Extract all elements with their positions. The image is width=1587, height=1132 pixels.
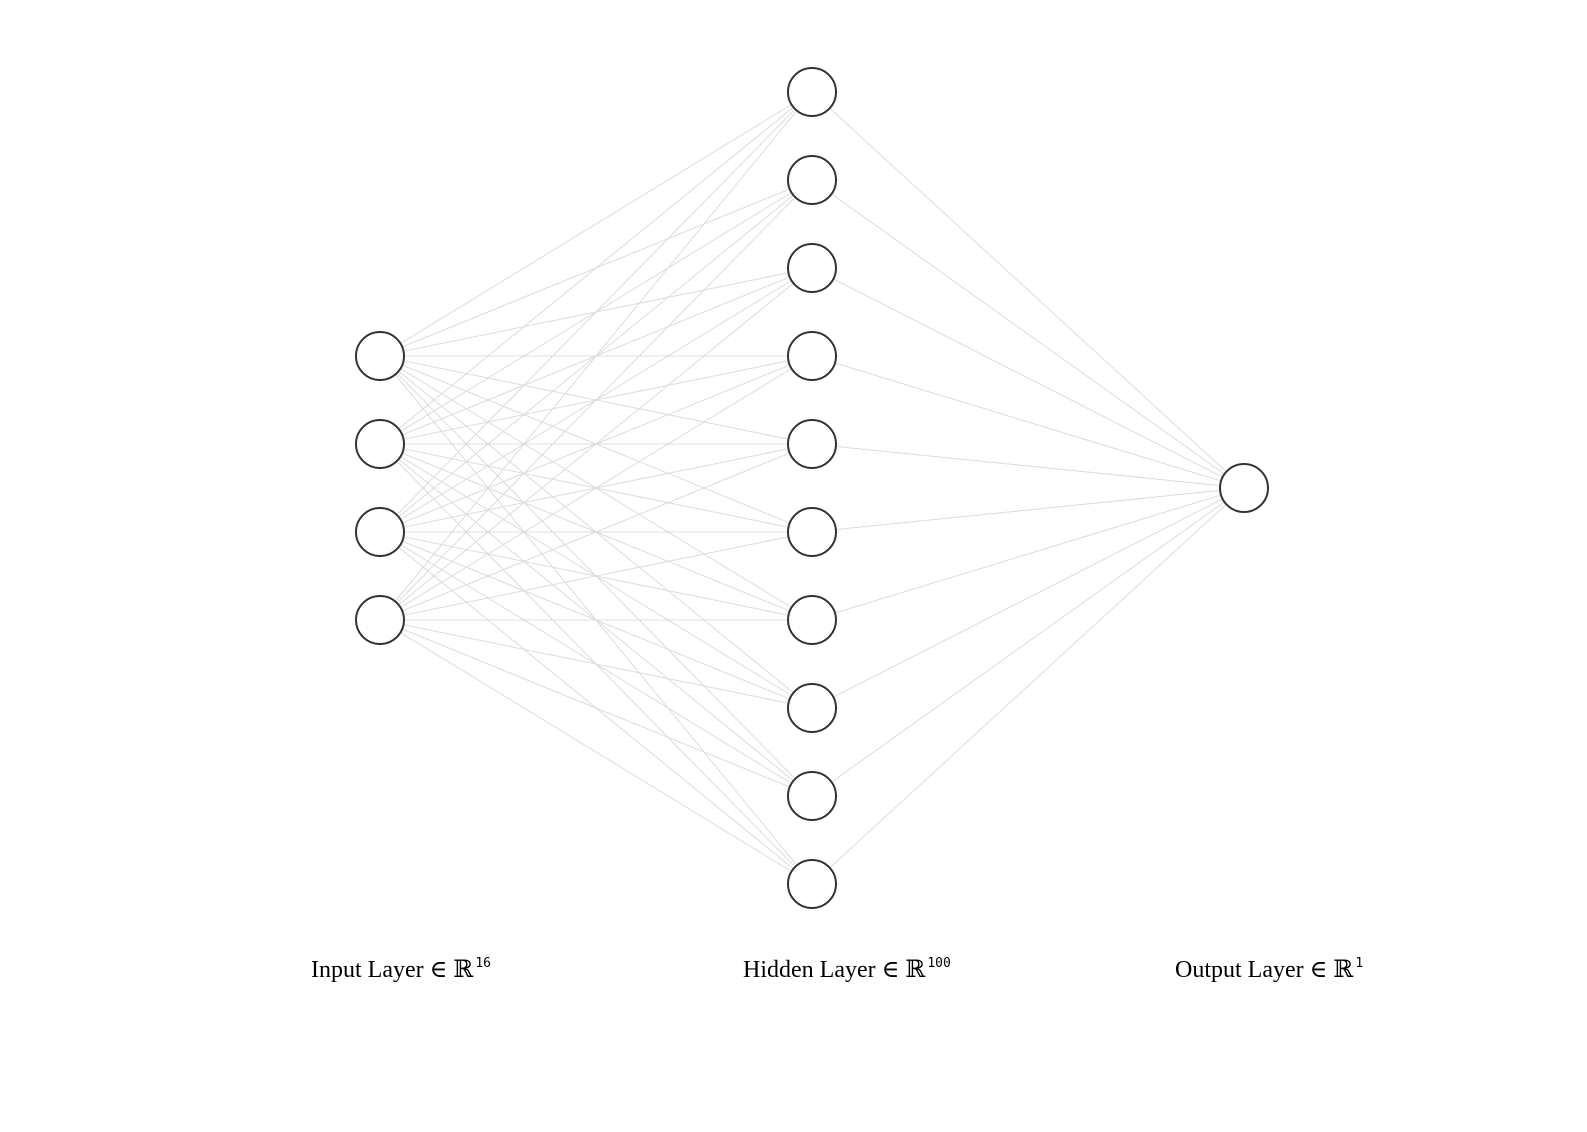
input-neuron-2	[355, 507, 405, 557]
connection-hidden-1-output-0	[811, 179, 1245, 489]
hidden-neuron-8	[787, 771, 837, 821]
input-neuron-0	[355, 331, 405, 381]
connection-input-3-hidden-0	[379, 91, 813, 621]
connection-input-3-hidden-2	[379, 267, 813, 621]
connection-input-3-hidden-7	[379, 619, 813, 709]
connection-hidden-7-output-0	[811, 487, 1245, 709]
hidden-neuron-7	[787, 683, 837, 733]
connection-hidden-8-output-0	[811, 487, 1245, 797]
hidden-neuron-4	[787, 419, 837, 469]
input-neuron-1	[355, 419, 405, 469]
hidden-neuron-0	[787, 67, 837, 117]
input-neuron-3	[355, 595, 405, 645]
connection-hidden-6-output-0	[811, 487, 1245, 621]
input-layer-dim: 16	[475, 956, 491, 971]
hidden-neuron-2	[787, 243, 837, 293]
hidden-layer-label-text: Hidden Layer ∈ ℝ	[743, 957, 926, 983]
output-layer-label-text: Output Layer ∈ ℝ	[1175, 957, 1354, 983]
hidden-neuron-6	[787, 595, 837, 645]
neurons	[355, 67, 1269, 909]
connection-hidden-5-output-0	[811, 487, 1245, 533]
connection-input-3-hidden-9	[379, 619, 813, 885]
connections	[379, 91, 1245, 885]
connection-hidden-9-output-0	[811, 487, 1245, 885]
output-layer-dim: 1	[1355, 956, 1363, 971]
connection-input-3-hidden-4	[379, 443, 813, 621]
connection-input-2-hidden-0	[379, 91, 813, 533]
connection-input-3-hidden-1	[379, 179, 813, 621]
hidden-neuron-9	[787, 859, 837, 909]
hidden-neuron-1	[787, 155, 837, 205]
connection-input-0-hidden-0	[379, 91, 813, 357]
hidden-neuron-5	[787, 507, 837, 557]
connection-hidden-3-output-0	[811, 355, 1245, 489]
hidden-layer-dim: 100	[927, 956, 950, 971]
input-layer-label-text: Input Layer ∈ ℝ	[311, 957, 474, 983]
connection-input-3-hidden-8	[379, 619, 813, 797]
connection-hidden-2-output-0	[811, 267, 1245, 489]
output-neuron-0	[1219, 463, 1269, 513]
connection-input-1-hidden-0	[379, 91, 813, 445]
connection-hidden-4-output-0	[811, 443, 1245, 489]
connection-input-3-hidden-3	[379, 355, 813, 621]
hidden-neuron-3	[787, 331, 837, 381]
connection-hidden-0-output-0	[811, 91, 1245, 489]
connection-input-3-hidden-5	[379, 531, 813, 621]
